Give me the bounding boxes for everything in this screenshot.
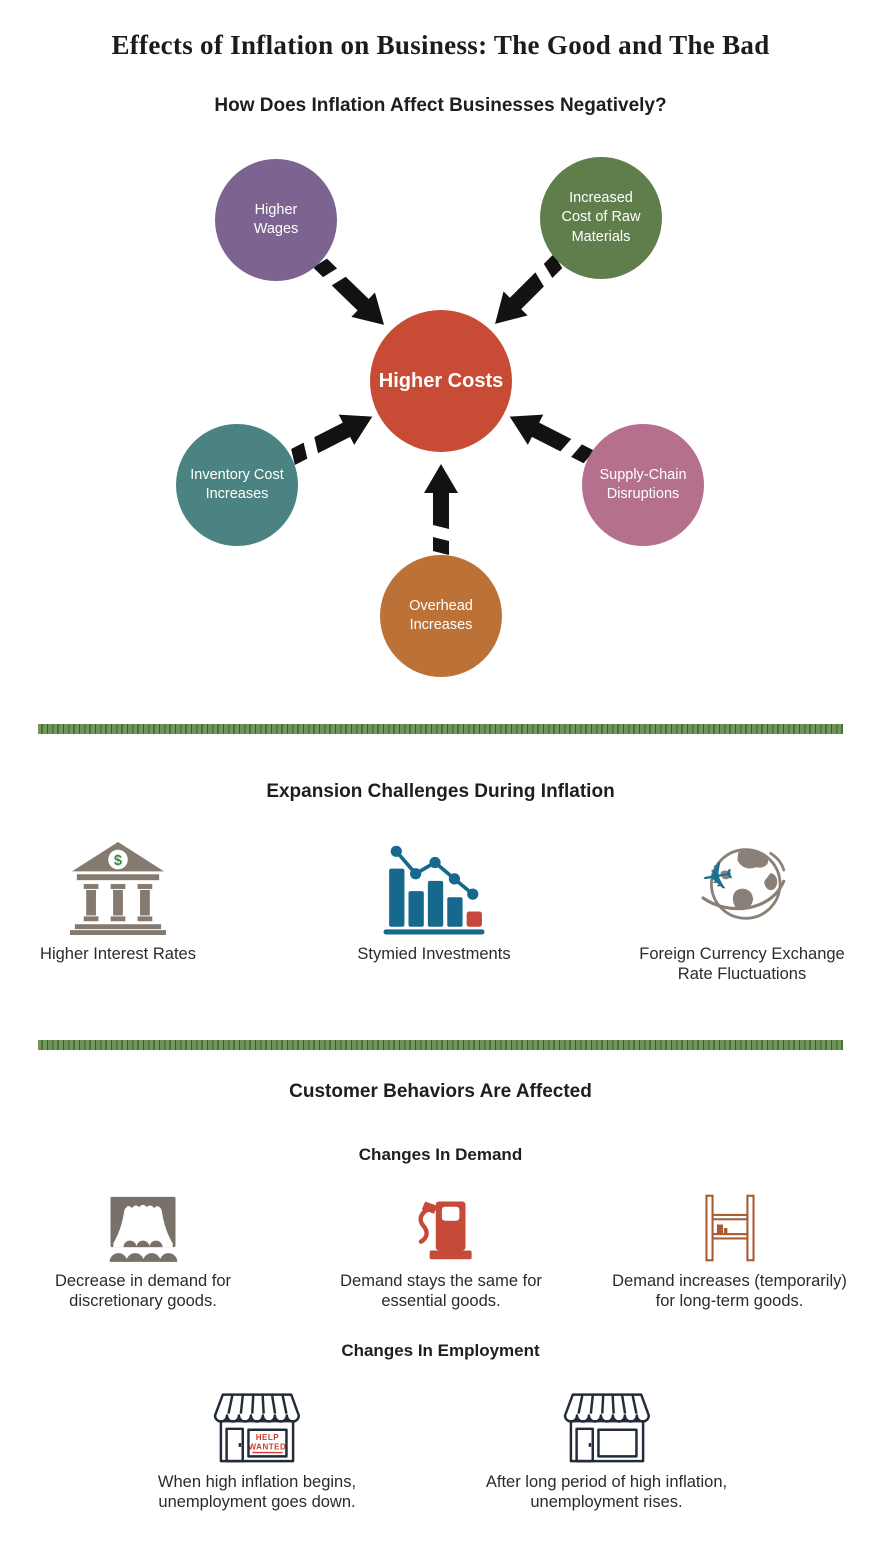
node-label: Overhead Increases bbox=[409, 597, 473, 633]
shelf-icon bbox=[704, 1194, 755, 1262]
expansion-caption: Foreign Currency Exchange Rate Fluctuati… bbox=[639, 945, 845, 984]
expansion-item-currency: ✈ Foreign Currency Exchange Rate Fluctua… bbox=[632, 835, 852, 984]
node-higher-costs: Higher Costs bbox=[370, 310, 512, 452]
plane-glyph: ✈ bbox=[698, 853, 738, 903]
theater-icon bbox=[109, 1196, 178, 1262]
arrow-overhead bbox=[424, 464, 458, 555]
section-negative-heading: How Does Inflation Affect Businesses Neg… bbox=[214, 95, 667, 116]
store-icon bbox=[563, 1393, 650, 1463]
demand-caption: Demand stays the same for essential good… bbox=[340, 1272, 542, 1311]
globe-plane-icon: ✈ bbox=[698, 848, 786, 920]
arrow-inventory bbox=[283, 401, 381, 474]
arrow-higher-wages bbox=[306, 249, 396, 338]
node-label: Inventory Cost Increases bbox=[190, 466, 284, 502]
node-inventory-cost: Inventory Cost Increases bbox=[176, 424, 298, 546]
section-divider bbox=[38, 1040, 843, 1050]
arrow-supply-chain bbox=[501, 401, 599, 474]
employment-item-begins: HELP WANTED When high inflation begins, … bbox=[137, 1382, 377, 1512]
demand-caption: Demand increases (temporarily) for long-… bbox=[612, 1272, 847, 1311]
help-sign-line2: WANTED bbox=[249, 1443, 287, 1452]
expansion-item-investments: Stymied Investments bbox=[324, 835, 544, 964]
bank-icon: $ bbox=[70, 841, 166, 935]
demand-heading: Changes In Demand bbox=[358, 1145, 523, 1164]
demand-caption: Decrease in demand for discretionary goo… bbox=[54, 1272, 232, 1311]
employment-caption: After long period of high inflation, une… bbox=[485, 1473, 728, 1512]
node-higher-wages: Higher Wages bbox=[215, 159, 337, 281]
node-overhead: Overhead Increases bbox=[380, 555, 502, 677]
demand-item-long-term: Demand increases (temporarily) for long-… bbox=[602, 1192, 857, 1311]
employment-caption: When high inflation begins, unemployment… bbox=[157, 1473, 357, 1512]
hub-label: Higher Costs bbox=[378, 369, 504, 392]
negative-effects-diagram: Higher Wages Increased Cost of Raw Mater… bbox=[0, 0, 881, 700]
expansion-item-interest-rates: $ Higher Interest Rates bbox=[8, 835, 228, 964]
node-label: Higher Wages bbox=[253, 201, 299, 237]
employment-heading: Changes In Employment bbox=[341, 1341, 540, 1360]
node-supply-chain: Supply-Chain Disruptions bbox=[582, 424, 704, 546]
node-raw-materials: Increased Cost of Raw Materials bbox=[540, 157, 662, 279]
node-label: Increased Cost of Raw Materials bbox=[561, 190, 641, 245]
page-title: Effects of Inflation on Business: The Go… bbox=[111, 30, 770, 60]
expansion-caption: Stymied Investments bbox=[357, 945, 511, 963]
section-customers-heading: Customer Behaviors Are Affected bbox=[289, 1081, 592, 1102]
demand-item-essential: Demand stays the same for essential good… bbox=[331, 1192, 551, 1311]
section-expansion-heading: Expansion Challenges During Inflation bbox=[266, 781, 615, 802]
declining-chart-icon bbox=[383, 845, 485, 935]
node-label: Supply-Chain Disruptions bbox=[599, 466, 687, 502]
help-sign-line1: HELP bbox=[256, 1433, 280, 1442]
employment-item-rises: After long period of high inflation, une… bbox=[484, 1382, 729, 1512]
store-help-wanted-icon: HELP WANTED bbox=[213, 1393, 301, 1463]
gas-pump-icon bbox=[418, 1201, 472, 1260]
demand-item-discretionary: Decrease in demand for discretionary goo… bbox=[33, 1192, 253, 1311]
section-divider bbox=[38, 724, 843, 734]
dollar-sign: $ bbox=[114, 853, 122, 869]
expansion-caption: Higher Interest Rates bbox=[40, 945, 196, 963]
